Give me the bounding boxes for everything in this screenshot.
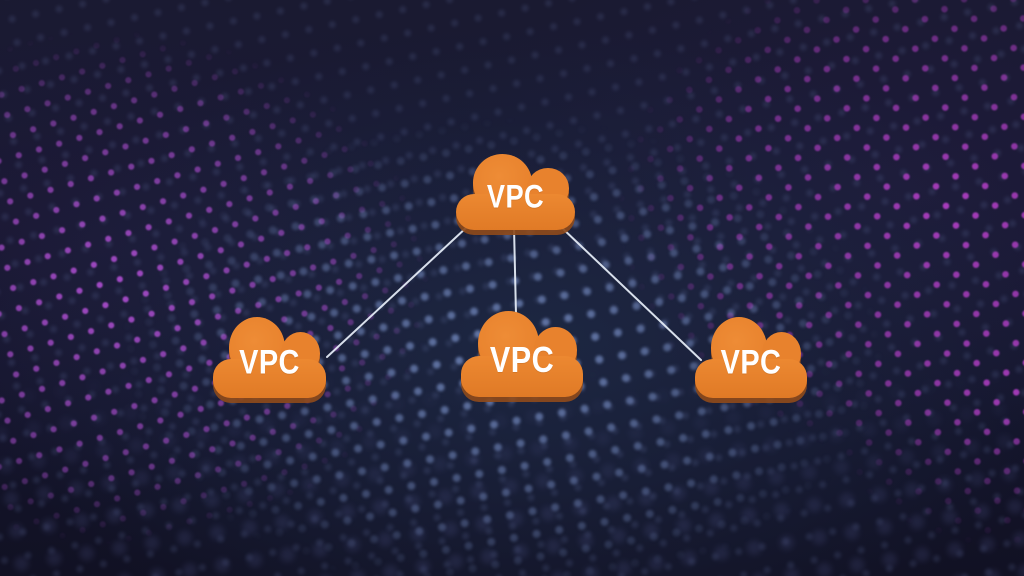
vpc-node-right: VPC xyxy=(695,317,807,398)
edge-top-to-left xyxy=(326,226,468,358)
vpc-label: VPC xyxy=(720,343,782,382)
vpc-label: VPC xyxy=(486,178,545,215)
vpc-label: VPC xyxy=(489,339,555,381)
vpc-node-center: VPC xyxy=(461,311,583,397)
vpc-node-left: VPC xyxy=(213,317,326,398)
vpc-label: VPC xyxy=(239,343,300,382)
vpc-node-top: VPC xyxy=(456,154,575,230)
edge-top-to-center xyxy=(513,226,517,316)
